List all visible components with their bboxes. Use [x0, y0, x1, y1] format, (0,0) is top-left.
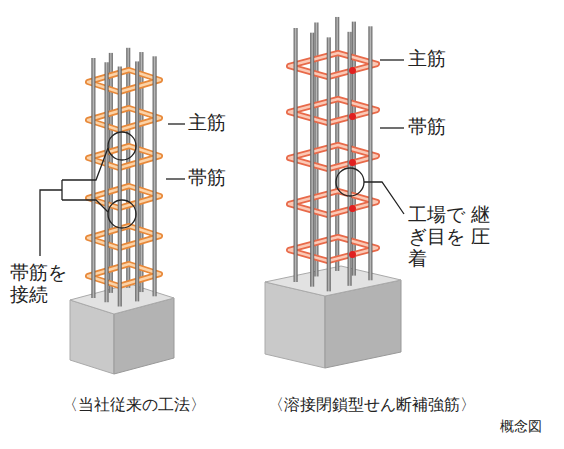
hoop: [88, 186, 160, 208]
label: 帯筋: [408, 116, 458, 138]
hoop: [88, 146, 160, 168]
hoop: [289, 53, 377, 77]
weld-point: [349, 205, 356, 212]
note: 概念図: [500, 418, 542, 434]
caption: 〈当社従来の工法〉: [62, 396, 206, 414]
main-bar: [135, 61, 139, 301]
hoop-core: [88, 108, 160, 130]
hoop-core: [88, 264, 160, 286]
hoop: [289, 191, 377, 215]
label: 主筋: [188, 112, 238, 134]
base-top: [265, 266, 401, 296]
hoop-core: [289, 99, 377, 123]
leader-lines: [40, 60, 404, 256]
main-bar: [310, 33, 314, 287]
main-bar: [294, 28, 298, 282]
main-bar: [153, 56, 157, 296]
hoop-core: [289, 191, 377, 215]
hoop-core: [289, 237, 377, 261]
main-bar: [368, 26, 372, 280]
hoop: [88, 226, 160, 248]
hoop: [289, 237, 377, 261]
weld-point: [349, 113, 356, 120]
hoop: [289, 99, 377, 123]
callout-label: 帯筋を 接続: [10, 262, 72, 306]
base-top: [70, 284, 174, 314]
caption: 〈溶接閉鎖型せん断補強筋〉: [268, 396, 476, 414]
callout-label: 工場で 継ぎ目を 圧着: [408, 204, 492, 270]
main-bar: [91, 58, 95, 298]
main-bar: [105, 62, 109, 302]
hoop-core: [88, 70, 160, 92]
hoop-core: [88, 226, 160, 248]
hoop-core: [289, 53, 377, 77]
hoop: [88, 70, 160, 92]
weld-point: [349, 67, 356, 74]
hoop: [88, 264, 160, 286]
weld-point: [349, 251, 356, 258]
weld-point: [349, 159, 356, 166]
hoop-core: [88, 186, 160, 208]
main-bar: [118, 67, 122, 307]
hoop: [289, 145, 377, 169]
hoop-core: [88, 146, 160, 168]
hoop-core: [289, 145, 377, 169]
main-bar: [327, 37, 331, 291]
label: 主筋: [408, 48, 458, 70]
hoop: [88, 108, 160, 130]
base-front: [265, 282, 325, 368]
label: 帯筋: [188, 167, 238, 189]
